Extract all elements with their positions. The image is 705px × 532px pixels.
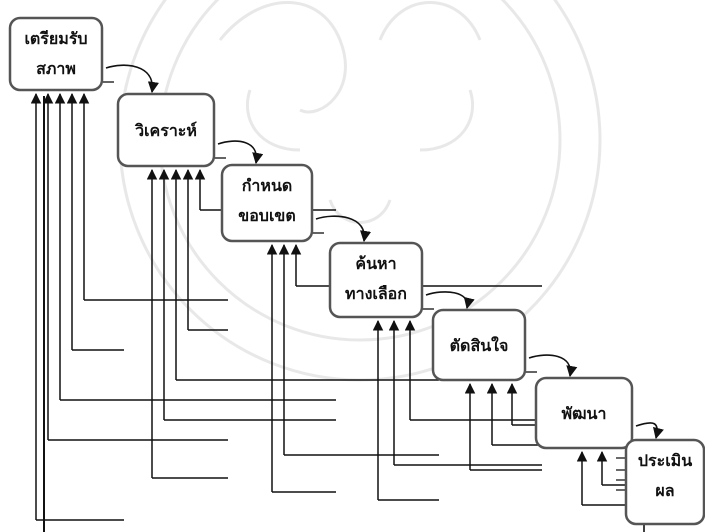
forward-arrow [105, 64, 159, 94]
step-box-frame [116, 92, 216, 168]
watermark-seal [118, 0, 602, 382]
step-label: ค้นหา [355, 254, 396, 273]
step-label: ทางเลือก [345, 284, 407, 303]
forward-arrow [425, 291, 475, 310]
forward-arrow [635, 422, 664, 440]
step-box-frame [624, 438, 705, 526]
step-box-5: ตัดสินใจ [431, 308, 527, 382]
step-label: วิเคราะห์ [134, 121, 197, 140]
step-box-7: ประเมินผล [624, 438, 705, 526]
step-box-2: วิเคราะห์ [116, 92, 216, 168]
step-label: ตัดสินใจ [450, 336, 509, 355]
step-box-frame [534, 376, 634, 450]
step-label: ขอบเขต [238, 206, 296, 225]
forward-arrow [528, 354, 578, 378]
step-label: ประเมิน [638, 451, 692, 470]
step-box-frame [431, 308, 527, 382]
step-box-frame [328, 241, 424, 319]
step-box-6: พัฒนา [534, 376, 634, 450]
step-label: เตรียมรับ [24, 29, 87, 48]
step-label: ผล [655, 481, 674, 500]
step-box-frame [8, 16, 104, 92]
forward-arrow [217, 140, 264, 165]
step-label: พัฒนา [562, 404, 607, 423]
step-boxes: เตรียมรับสภาพวิเคราะห์กำหนดขอบเขตค้นหาทา… [8, 16, 705, 526]
forward-arrow [315, 215, 372, 243]
forward-arrows [105, 64, 664, 440]
step-label: กำหนด [242, 176, 293, 195]
step-label: สภาพ [36, 59, 76, 78]
step-box-frame [220, 163, 314, 243]
